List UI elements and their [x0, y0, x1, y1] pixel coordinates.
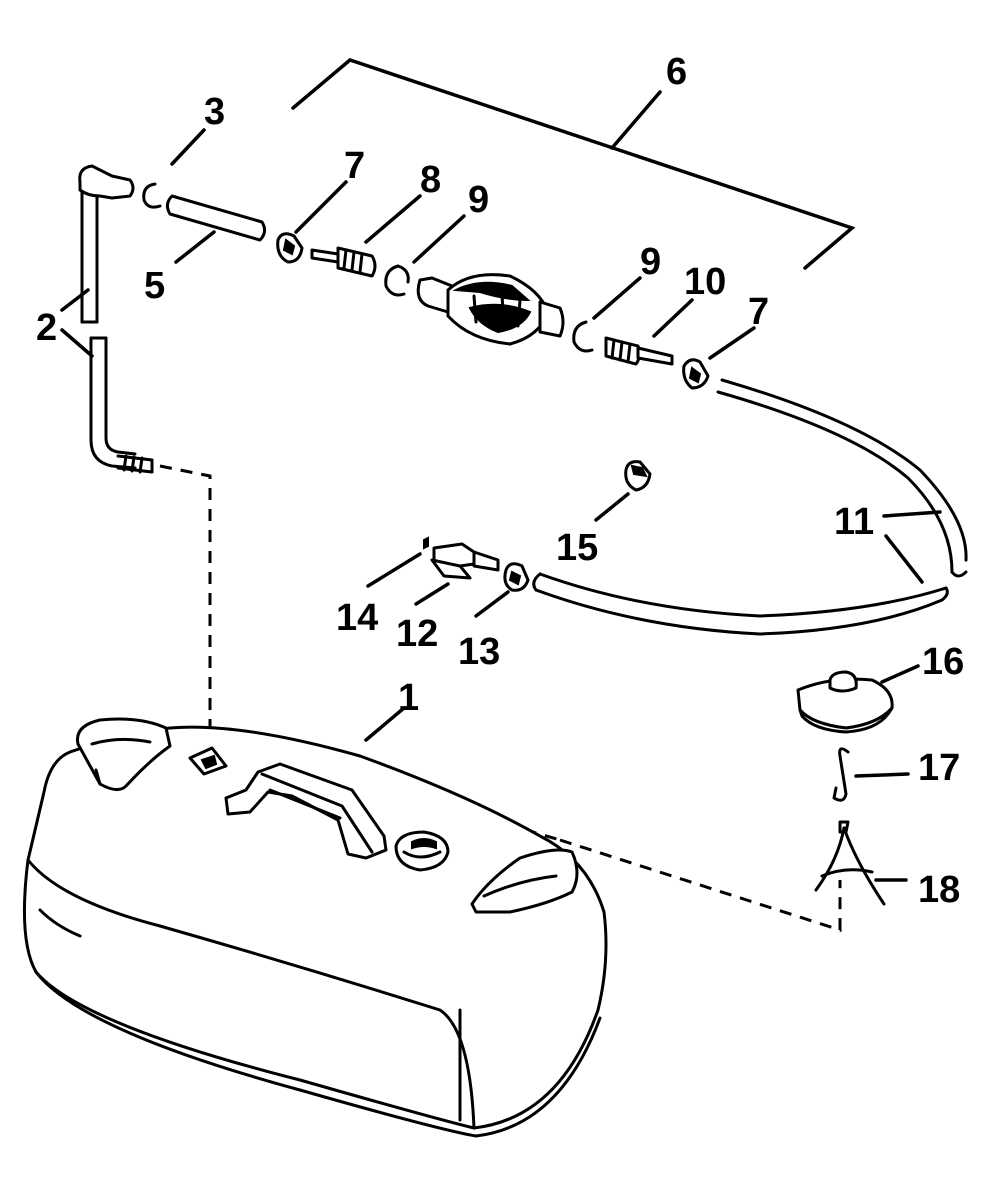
- fuel-tank-1: [22, 717, 608, 1138]
- callout-14: 14: [336, 597, 378, 639]
- callout-15: 15: [556, 527, 598, 569]
- strap-18: [814, 820, 886, 906]
- connector-12: [430, 542, 500, 580]
- callout-leaders: [60, 128, 942, 882]
- callout-18: 18: [918, 869, 960, 911]
- callout-numbers: 1 2 3 5 6 7 8 9 9 10 7 11 15 14 12 13 16…: [36, 51, 964, 911]
- connector-10: [604, 336, 674, 366]
- callout-16: 16: [922, 641, 964, 683]
- callout-8: 8: [420, 159, 441, 201]
- callout-1: 1: [398, 677, 419, 719]
- clamp-7-right: [682, 358, 710, 390]
- callout-3: 3: [204, 91, 225, 133]
- hose-5: [165, 194, 267, 242]
- callout-7-left: 7: [344, 145, 365, 187]
- callout-11: 11: [834, 501, 874, 543]
- o-ring-14: [423, 536, 429, 550]
- clamp-9-left: [384, 264, 406, 297]
- fuel-hose-11: [532, 378, 968, 636]
- fuel-line-assembly-bracket: [291, 58, 856, 270]
- callout-12: 12: [396, 613, 438, 655]
- callout-7-right: 7: [748, 291, 769, 333]
- callout-10: 10: [684, 261, 726, 303]
- callout-2: 2: [36, 307, 57, 349]
- callout-9-right: 9: [640, 241, 661, 283]
- clamp-13: [503, 562, 530, 592]
- pickup-tube: [78, 164, 154, 474]
- connector-8: [310, 246, 377, 278]
- callout-6: 6: [666, 51, 687, 93]
- callout-13: 13: [458, 631, 500, 673]
- callout-9-left: 9: [468, 179, 489, 221]
- clamp-9-left-back: [396, 264, 410, 284]
- clamp-3: [142, 182, 162, 209]
- clamp-9-right: [572, 320, 594, 353]
- tank-cap-16: [796, 670, 894, 734]
- plug-15: [624, 460, 652, 492]
- clamp-7-left: [276, 232, 304, 264]
- hook-17: [832, 747, 850, 802]
- primer-bulb: [416, 273, 565, 346]
- callout-5: 5: [144, 265, 165, 307]
- callout-17: 17: [918, 747, 960, 789]
